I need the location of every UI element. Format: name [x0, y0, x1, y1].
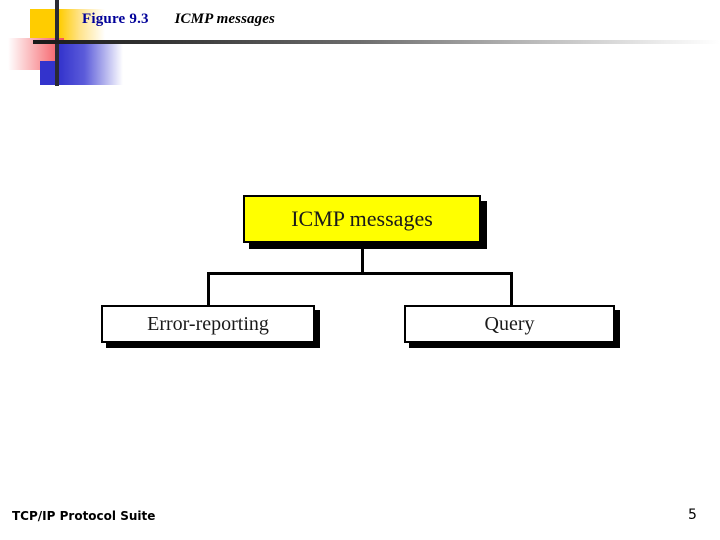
connector-drop-error-reporting	[207, 272, 210, 307]
decoration-blue-square	[40, 61, 59, 85]
node-error-reporting-label: Error-reporting	[147, 312, 269, 335]
connector-root-stem	[361, 243, 364, 275]
page-title: Figure 9.3 ICMP messages	[82, 10, 275, 28]
figure-label: Figure 9.3	[82, 11, 149, 27]
node-error-reporting: Error-reporting	[101, 305, 315, 343]
node-icmp-messages-label: ICMP messages	[291, 206, 433, 231]
header-rule	[33, 40, 720, 44]
footer-page-number: 5	[688, 507, 697, 523]
node-icmp-messages: ICMP messages	[243, 195, 481, 243]
figure-caption: ICMP messages	[174, 11, 275, 27]
node-query: Query	[404, 305, 615, 343]
node-query-label: Query	[484, 312, 535, 335]
footer-book-title: TCP/IP Protocol Suite	[12, 509, 156, 523]
connector-drop-query	[510, 272, 513, 307]
connector-horizontal-bar	[207, 272, 513, 275]
decoration-blue-gradient	[59, 44, 123, 85]
